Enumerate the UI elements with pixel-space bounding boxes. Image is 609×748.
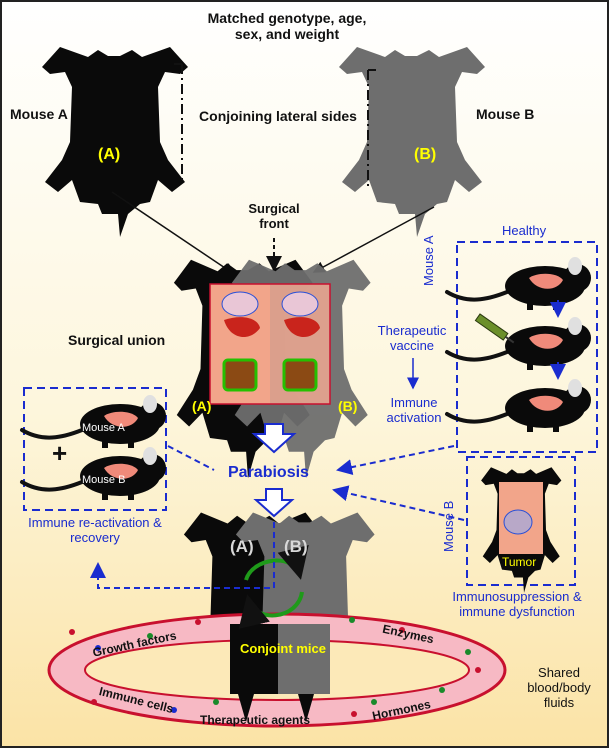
letter-b-union: (B): [338, 398, 358, 414]
mouse-a-pelt: [42, 47, 188, 237]
pair-to-parabiosis-arrow: [167, 445, 215, 471]
therapeutic-vaccine-label: Therapeutic vaccine: [377, 323, 447, 353]
tumor-to-parabiosis-arrow: [332, 485, 465, 521]
reactivation-label: Immune re-activation & recovery: [28, 515, 162, 545]
tumor-mouse: [481, 467, 562, 593]
arrow-b-to-union: [312, 206, 435, 273]
healthy-label: Healthy: [502, 223, 547, 238]
parabiosis-label: Parabiosis: [228, 464, 309, 481]
conjoint-pair-box: [23, 387, 167, 511]
letter-b-top: (B): [414, 146, 437, 163]
matched-label: Matched genotype, age, sex, and weight: [207, 10, 367, 43]
vaccine-to-parabiosis-arrow: [336, 445, 455, 475]
mouse-b-pelt: [339, 47, 485, 237]
shared-fluids-label: Shared blood/body fluids: [527, 665, 591, 710]
letter-a-union: (A): [192, 398, 212, 414]
surgical-union-pelts: [173, 259, 371, 479]
healthy-mouse-3: [445, 377, 593, 434]
surgical-front-label: Surgical front: [248, 201, 300, 231]
surgical-union-label: Surgical union: [68, 332, 166, 348]
mouse-b-label: Mouse B: [476, 106, 535, 122]
body-fluids-ring: [47, 612, 507, 728]
down-hollow-arrow: [253, 488, 295, 518]
circulation-arrow-bottom: [238, 591, 304, 629]
box-mouse-b-label: Mouse B: [82, 474, 126, 486]
tumor-label: Tumor: [502, 555, 537, 569]
conjoint-mice-label: Conjoint mice: [240, 641, 326, 656]
syringe-icon: [474, 313, 515, 344]
healthy-mouse-1: [445, 255, 593, 312]
mouse-a-vertical-label: Mouse A: [421, 235, 436, 286]
tumor-box: [466, 456, 576, 586]
box-mouse-a-label: Mouse A: [82, 422, 125, 434]
healthy-mouse-2: [445, 315, 593, 372]
arrow-a-to-union: [111, 191, 236, 275]
letter-a-conjoint: (A): [230, 537, 254, 556]
letter-b-conjoint: (B): [284, 537, 308, 556]
healthy-box: [456, 241, 598, 453]
immune-activation-label: Immune activation: [386, 395, 442, 425]
mouse-a-label: Mouse A: [10, 106, 68, 122]
up-hollow-arrow: [251, 423, 297, 454]
immunosuppression-label: Immunosuppression & immune dysfunction: [452, 589, 582, 619]
letter-a-top: (A): [98, 146, 121, 163]
mouse-b-vertical-label: Mouse B: [441, 500, 456, 552]
reactivation-path: [90, 522, 275, 589]
plus-icon: +: [52, 438, 67, 468]
therapeutic-agents-label: Therapeutic agents: [200, 713, 311, 727]
conjoining-label: Conjoining lateral sides: [199, 108, 357, 124]
circulation-arrow-top: [244, 544, 309, 581]
